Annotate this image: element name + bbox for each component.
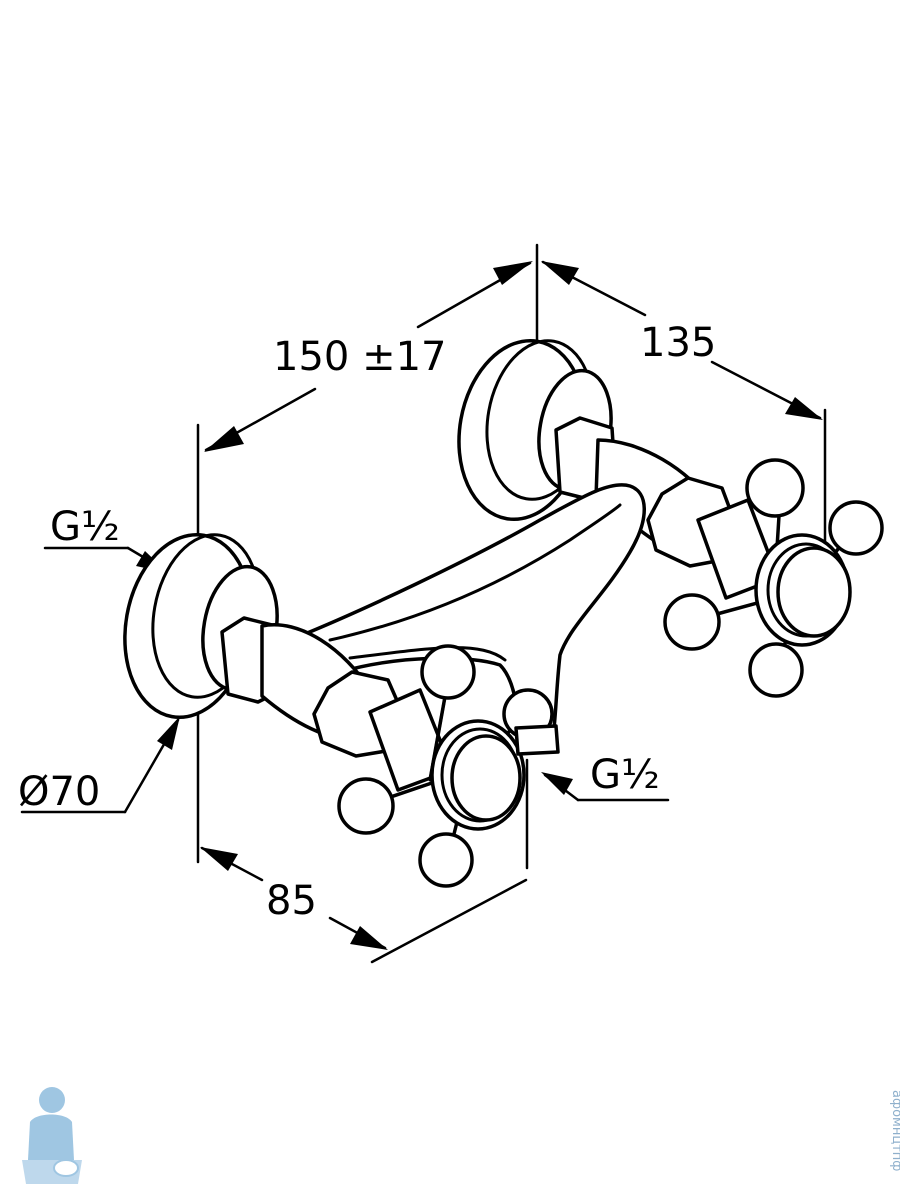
faucet-body xyxy=(123,338,884,888)
outlet-connection xyxy=(514,724,560,756)
right-cross-handle xyxy=(663,458,884,698)
dimension-depth: 85 xyxy=(200,846,528,964)
watermark-text: афомнцтпф xyxy=(889,1090,900,1171)
dimension-label-inlet-distance: 150 ±17 xyxy=(273,334,446,380)
right-handle-cap xyxy=(776,546,852,638)
left-handle-cap xyxy=(450,734,522,822)
dimension-projection: 135 xyxy=(541,260,823,420)
leader-label-rosette-diameter: Ø70 xyxy=(18,769,100,815)
leader-label-inlet-thread: G½ xyxy=(50,504,120,550)
leader-outlet-thread: G½ xyxy=(541,752,670,802)
dimension-inlet-distance: 150 ±17 xyxy=(204,261,533,452)
dimension-label-depth: 85 xyxy=(266,878,317,924)
leader-rosette-diameter: Ø70 xyxy=(18,716,180,815)
leader-label-outlet-thread: G½ xyxy=(590,752,660,798)
left-cross-handle xyxy=(337,644,554,888)
plumber-mascot-logo xyxy=(22,1087,82,1184)
dimension-label-projection: 135 xyxy=(640,320,716,366)
